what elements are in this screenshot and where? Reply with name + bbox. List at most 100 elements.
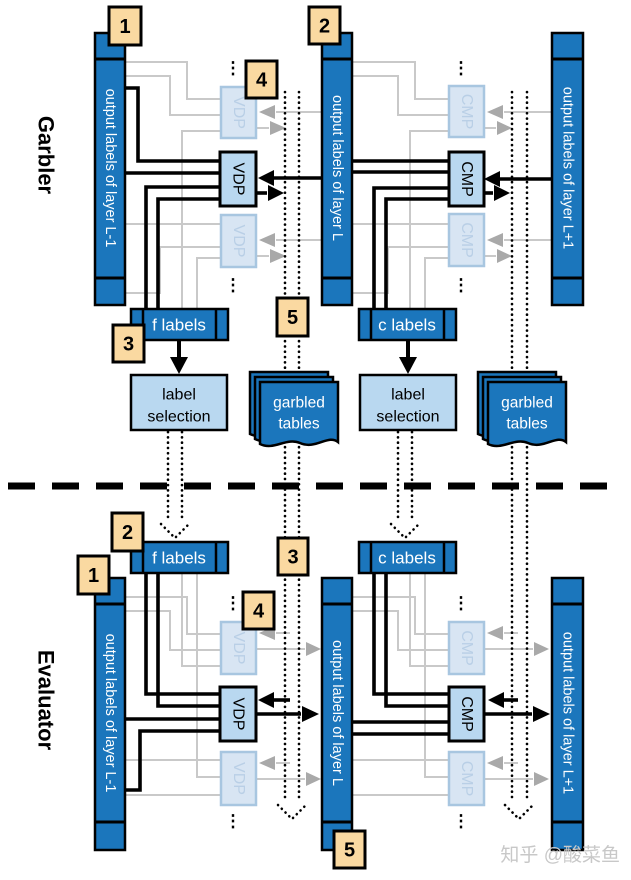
badge-number: 1	[88, 565, 99, 587]
faded-vdp-label: VDP	[230, 632, 247, 665]
f-labels-text: f labels	[152, 316, 206, 335]
faded-vdp-label: VDP	[230, 225, 247, 258]
badge-1-garbler: 1	[107, 5, 143, 47]
badge-number: 3	[287, 547, 298, 569]
gray-wires-evaluator-vdp	[125, 573, 321, 796]
garbled-tables-line2: tables	[506, 416, 548, 433]
badge-2-evaluator: 2	[110, 511, 145, 553]
dotted-arrowhead-c	[389, 522, 421, 540]
dotted-channel-garbled-tables-1	[276, 90, 308, 821]
faded-cmp-label: CMP	[458, 94, 475, 130]
c-labels-bar-garbler: c labels	[357, 307, 458, 342]
faded-cmp-units-garbler: CMP CMP	[447, 84, 486, 268]
badge-number: 3	[123, 334, 134, 356]
evaluator-section-label: Evaluator	[34, 650, 59, 751]
faded-cmp-units-evaluator: CMP CMP	[447, 620, 486, 807]
badge-number: 1	[119, 16, 130, 38]
label-selection-line1: label	[162, 387, 196, 404]
vdp-label: VDP	[230, 163, 247, 196]
bar-evaluator-layer-prev: output labels of layer L-1	[93, 576, 127, 852]
garbler-section-label: Garbler	[34, 116, 59, 195]
bar-label: output labels of layer L+1	[560, 87, 576, 249]
badge-5-evaluator: 5	[332, 829, 367, 870]
faded-cmp-label: CMP	[458, 761, 475, 797]
badge-4-garbler: 4	[244, 59, 279, 100]
ellipsis-icon: ⋮	[225, 59, 242, 78]
dotted-channel-garbled-tables-2	[503, 90, 535, 821]
badge-5-garbler: 5	[275, 296, 310, 338]
c-labels-text: c labels	[378, 316, 436, 335]
vdp-unit-evaluator: VDP	[218, 685, 258, 743]
bar-garbler-layer-cur: output labels of layer L	[320, 31, 354, 307]
garbled-tables-line1: garbled	[273, 395, 325, 412]
bar-label: output labels of layer L	[329, 95, 345, 241]
f-labels-text: f labels	[152, 549, 206, 568]
bar-garbler-layer-prev: output labels of layer L-1	[93, 31, 127, 307]
black-wires-evaluator-cmp	[352, 573, 550, 736]
black-wires-garbler-vdp	[125, 86, 322, 309]
watermark: 知乎 @酸菜鱼	[500, 844, 620, 866]
arrow-f-labels-to-selection	[170, 340, 188, 374]
badge-number: 4	[253, 601, 265, 623]
badge-3-evaluator: 3	[276, 536, 310, 577]
garbled-tables-line1: garbled	[501, 395, 553, 412]
cmp-label: CMP	[458, 696, 475, 732]
dotted-arrowhead-f	[159, 522, 191, 540]
garbled-tables-line2: tables	[278, 416, 320, 433]
cmp-unit-evaluator: CMP	[447, 685, 486, 743]
faded-cmp-label: CMP	[458, 222, 475, 258]
garbled-tables-stack-1: garbled tables	[248, 370, 340, 448]
dotted-channel-c-selection	[389, 430, 421, 540]
badge-3-garbler: 3	[111, 323, 146, 364]
badge-1-evaluator: 1	[76, 554, 111, 596]
ellipsis-marks: ⋮ ⋮ ⋮ ⋮ ⋮ ⋮ ⋮ ⋮	[225, 59, 470, 831]
dotted-arrowhead-gt1	[276, 803, 308, 821]
dotted-channel-f-selection	[159, 430, 191, 540]
label-selection-line2: selection	[147, 409, 210, 426]
bar-label: output labels of layer L+1	[560, 632, 576, 794]
badge-number: 2	[319, 16, 330, 38]
badge-number: 2	[122, 522, 133, 544]
arrow-c-labels-to-selection	[399, 340, 417, 374]
bar-label: output labels of layer L-1	[102, 89, 118, 248]
ellipsis-icon: ⋮	[453, 276, 470, 295]
faded-vdp-units-garbler: VDP VDP	[219, 85, 258, 269]
faded-cmp-label: CMP	[458, 630, 475, 666]
dotted-arrowhead-gt2	[503, 803, 535, 821]
gray-wires-garbler-vdp	[125, 61, 322, 309]
ellipsis-icon: ⋮	[453, 594, 470, 613]
ellipsis-icon: ⋮	[225, 276, 242, 295]
label-selection-line1: label	[391, 387, 425, 404]
badge-2-garbler: 2	[307, 5, 342, 46]
badge-number: 4	[256, 70, 268, 92]
badge-number: 5	[344, 840, 355, 862]
bar-evaluator-layer-cur: output labels of layer L	[320, 576, 354, 852]
bar-garbler-layer-next: output labels of layer L+1	[550, 31, 585, 307]
vdp-unit-garbler: VDP	[218, 150, 258, 208]
f-labels-bar-evaluator: f labels	[129, 540, 230, 575]
bar-evaluator-layer-next: output labels of layer L+1	[550, 576, 585, 852]
faded-vdp-label: VDP	[230, 762, 247, 795]
black-wires-evaluator-vdp	[125, 573, 319, 792]
badge-4-evaluator: 4	[241, 590, 276, 631]
gray-wires-evaluator-cmp	[352, 573, 549, 796]
bar-label: output labels of layer L-1	[102, 634, 118, 793]
faded-vdp-label: VDP	[230, 96, 247, 129]
bar-label: output labels of layer L	[329, 640, 345, 786]
ellipsis-icon: ⋮	[453, 59, 470, 78]
label-selection-line2: selection	[376, 409, 439, 426]
f-labels-bar-garbler: f labels	[129, 307, 230, 342]
faded-vdp-units-evaluator: VDP VDP	[219, 620, 258, 807]
badge-number: 5	[287, 307, 298, 329]
garbled-tables-stack-2: garbled tables	[476, 370, 568, 448]
ellipsis-icon: ⋮	[453, 812, 470, 831]
cmp-unit-garbler: CMP	[447, 150, 486, 208]
c-labels-text: c labels	[378, 549, 436, 568]
ellipsis-icon: ⋮	[225, 594, 242, 613]
c-labels-bar-evaluator: c labels	[357, 540, 458, 575]
cmp-label: CMP	[458, 161, 475, 197]
black-wires-garbler-cmp	[352, 159, 552, 309]
ellipsis-icon: ⋮	[225, 812, 242, 831]
